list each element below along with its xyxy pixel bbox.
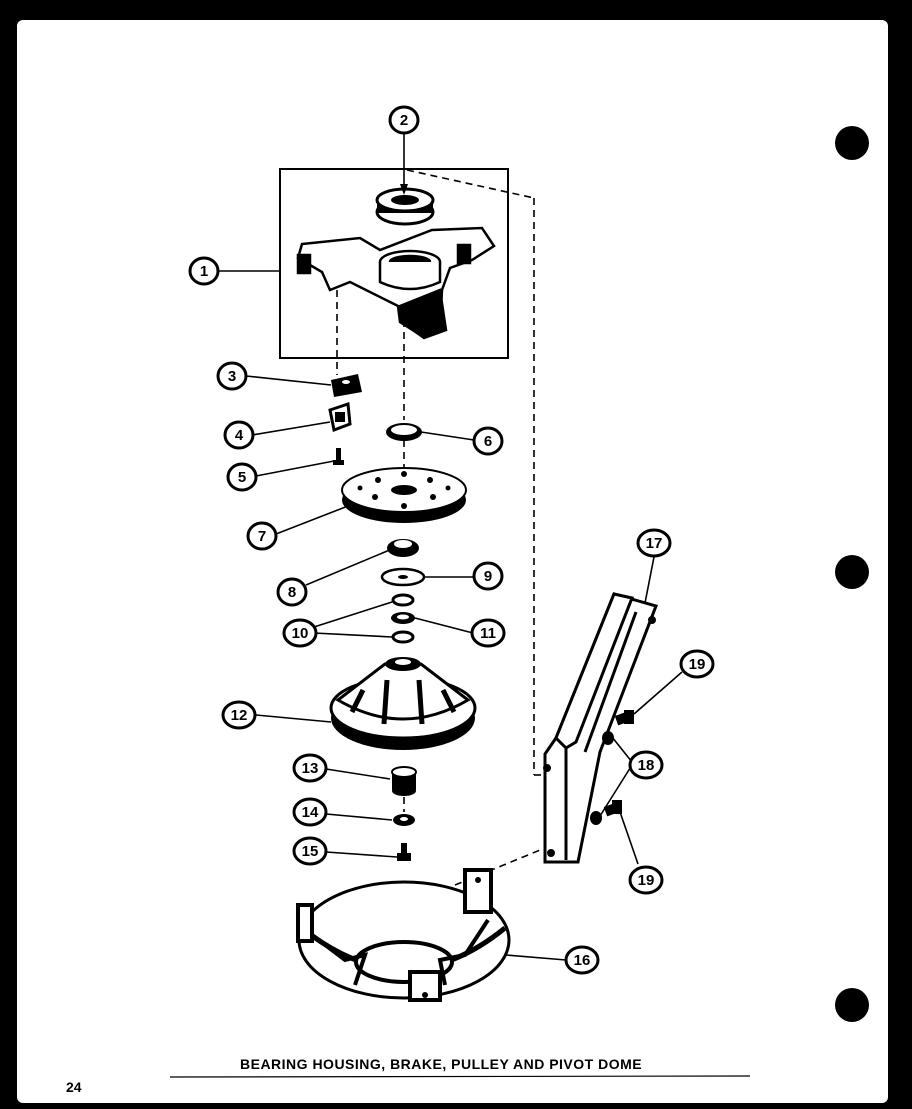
seal-ring [391,612,415,624]
pulley-bolt [397,843,411,861]
callout-16: 16 [564,945,600,975]
brake-disc [341,467,467,523]
pulley [329,657,477,750]
callout-17: 17 [636,528,672,558]
lock-washer [590,731,614,825]
callout-18: 18 [628,750,664,780]
callout-1: 1 [188,256,220,286]
svg-text:9: 9 [484,568,492,585]
svg-text:19: 19 [638,872,655,889]
svg-text:11: 11 [480,625,496,642]
callout-labels: 1 2 3 4 5 6 7 8 9 10 11 12 13 14 15 16 1… [188,105,715,975]
brake-shoe-bracket [331,374,362,397]
callout-13: 13 [292,753,328,783]
binder-hole-bottom [835,988,869,1022]
callout-14: 14 [292,797,328,827]
flat-washer [380,567,426,587]
svg-text:6: 6 [484,433,492,450]
hub [391,766,417,796]
bushing [387,539,419,557]
svg-text:7: 7 [258,528,266,545]
svg-text:4: 4 [235,427,244,444]
svg-text:19: 19 [689,656,706,673]
callout-6: 6 [472,426,504,456]
svg-text:14: 14 [302,804,319,821]
hex-bolt [603,710,634,817]
callout-3: 3 [216,361,248,391]
callout-8: 8 [276,577,308,607]
svg-text:8: 8 [288,584,296,601]
top-bearing [375,187,435,226]
svg-text:10: 10 [292,625,309,642]
callout-4: 4 [223,420,255,450]
callout-5: 5 [226,462,258,492]
svg-text:13: 13 [302,760,319,777]
bearing-housing [296,226,496,340]
small-washer [393,814,415,826]
callout-11: 11 [470,618,506,648]
callout-2: 2 [388,105,420,135]
svg-text:18: 18 [638,757,655,774]
svg-text:17: 17 [646,535,663,552]
callout-10: 10 [282,618,318,648]
o-ring [391,593,415,644]
callout-15: 15 [292,836,328,866]
svg-text:15: 15 [302,843,319,860]
caption-underline [169,1075,751,1078]
leader-lines [218,133,683,961]
svg-text:5: 5 [238,469,246,486]
svg-text:16: 16 [574,952,591,969]
svg-text:12: 12 [231,707,248,724]
callout-19-top: 19 [679,649,715,679]
callout-7: 7 [246,521,278,551]
diagram-title: BEARING HOUSING, BRAKE, PULLEY AND PIVOT… [240,1056,643,1072]
brake-screw [333,448,344,465]
binder-hole-top [835,126,869,160]
brake-clip [328,401,352,433]
svg-text:3: 3 [228,368,236,385]
svg-text:1: 1 [200,263,208,280]
callout-19-bottom: 19 [628,865,664,895]
housing-group-box [279,168,509,359]
binder-hole-middle [835,555,869,589]
pivot-dome [296,868,511,1002]
page-number: 24 [66,1079,82,1095]
svg-text:2: 2 [400,112,408,129]
callout-9: 9 [472,561,504,591]
support-bracket [543,592,658,864]
callout-12: 12 [221,700,257,730]
bearing-ring [386,423,422,441]
